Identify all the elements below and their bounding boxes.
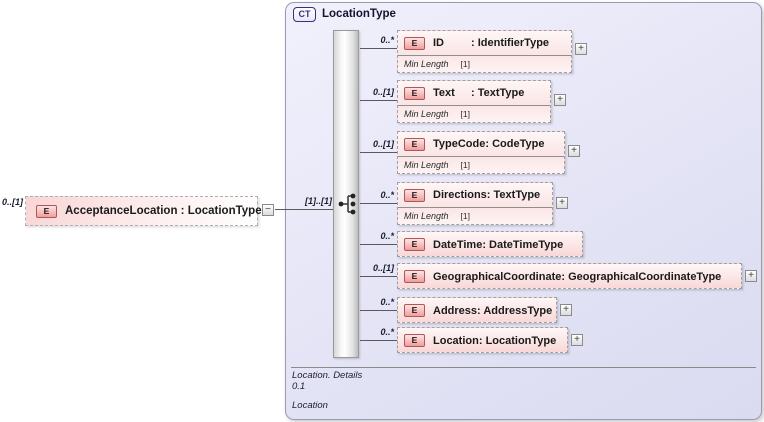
cardinality-label: 0..* [380,297,394,307]
element-icon: E [404,238,425,251]
cardinality-label: 0..* [380,327,394,337]
element-name: Directions [433,189,487,201]
cardinality-label: 0..[1] [372,139,394,149]
root-collapse-button[interactable]: − [262,204,274,216]
element-title: E Directions : TextType [398,183,552,207]
element-name: ID [433,37,444,49]
element-name: Text [433,87,455,99]
element-name: DateTime [433,238,483,251]
element-box-address[interactable]: E Address : AddressType [397,297,557,323]
facet-row: Min Length [1] [398,156,564,173]
connector-line [360,244,397,245]
element-name: Address [433,304,478,317]
expand-button[interactable]: + [568,145,580,157]
connector-line [360,276,397,277]
connector-line [360,340,397,341]
expand-button[interactable]: + [560,304,572,316]
element-icon: E [404,36,425,50]
element-title: E TypeCode : CodeType [398,132,564,156]
facet-row: Min Length [1] [398,207,552,224]
element-icon: E [404,270,425,283]
element-name: Location [433,334,479,347]
footer-doc-line1: Location. Details [292,370,363,381]
element-type: : GeographicalCoordinateType [561,270,722,283]
connector-line [275,209,334,210]
cardinality-label: 0..* [380,35,394,45]
footer-doc-line3: Location [292,400,328,411]
element-type: : TextType [486,189,541,201]
element-type: : TextType [471,87,525,99]
element-box-directions[interactable]: E Directions : TextType Min Length [1] [397,182,553,225]
complex-type-title: LocationType [322,8,396,20]
element-type: : AddressType [477,304,553,317]
cardinality-label: 0..[1] [372,87,394,97]
expand-button[interactable]: + [556,197,568,209]
connector-line [360,310,397,311]
element-title: E Text : TextType [398,81,550,105]
connector-cardinality-label: [1]..[1] [305,196,332,206]
connector-line [360,152,397,153]
footer-doc-line2: 0.1 [292,381,306,392]
element-box-id[interactable]: E ID : IdentifierType Min Length [1] [397,30,572,73]
element-icon: E [404,304,425,317]
element-title: E DateTime : DateTimeType [398,232,582,257]
root-element-label: AcceptanceLocation : LocationType [65,205,262,217]
element-title: E Location : LocationType [398,328,567,353]
element-icon: E [404,334,425,347]
element-name: TypeCode [433,138,486,150]
connector-line [360,48,397,49]
element-icon: E [36,204,57,218]
expand-button[interactable]: + [745,270,757,282]
expand-button[interactable]: + [571,334,583,346]
footer-divider [291,367,756,368]
root-cardinality-label: 0..[1] [2,197,24,207]
expand-button[interactable]: + [575,43,587,55]
cardinality-label: 0..* [380,190,394,200]
element-box-text[interactable]: E Text : TextType Min Length [1] [397,80,551,123]
cardinality-label: 0..[1] [372,263,394,273]
sequence-bar [333,30,359,358]
facet-row: Min Length [1] [398,105,550,122]
element-box-datetime[interactable]: E DateTime : DateTimeType [397,231,583,257]
cardinality-label: 0..* [380,231,394,241]
element-type: : IdentifierType [471,37,550,49]
complex-type-icon: CT [293,7,316,22]
element-box-typecode[interactable]: E TypeCode : CodeType Min Length [1] [397,131,565,174]
element-icon: E [404,137,425,151]
element-icon: E [404,86,425,100]
element-type: : CodeType [485,138,545,150]
sequence-icon[interactable] [337,192,359,216]
element-icon: E [404,188,425,202]
element-name: GeographicalCoordinate [433,270,562,283]
element-box-geographicalcoordinate[interactable]: E GeographicalCoordinate : GeographicalC… [397,263,742,289]
element-type: : DateTimeType [482,238,564,251]
element-title: E GeographicalCoordinate : GeographicalC… [398,264,741,289]
root-element-box[interactable]: E AcceptanceLocation : LocationType [25,196,262,226]
element-title: E ID : IdentifierType [398,31,571,55]
element-type: : LocationType [478,334,557,347]
connector-line [360,203,397,204]
connector-line [360,100,397,101]
facet-row: Min Length [1] [398,55,571,72]
element-title: E Address : AddressType [398,298,556,323]
element-box-location[interactable]: E Location : LocationType [397,327,568,353]
expand-button[interactable]: + [554,94,566,106]
